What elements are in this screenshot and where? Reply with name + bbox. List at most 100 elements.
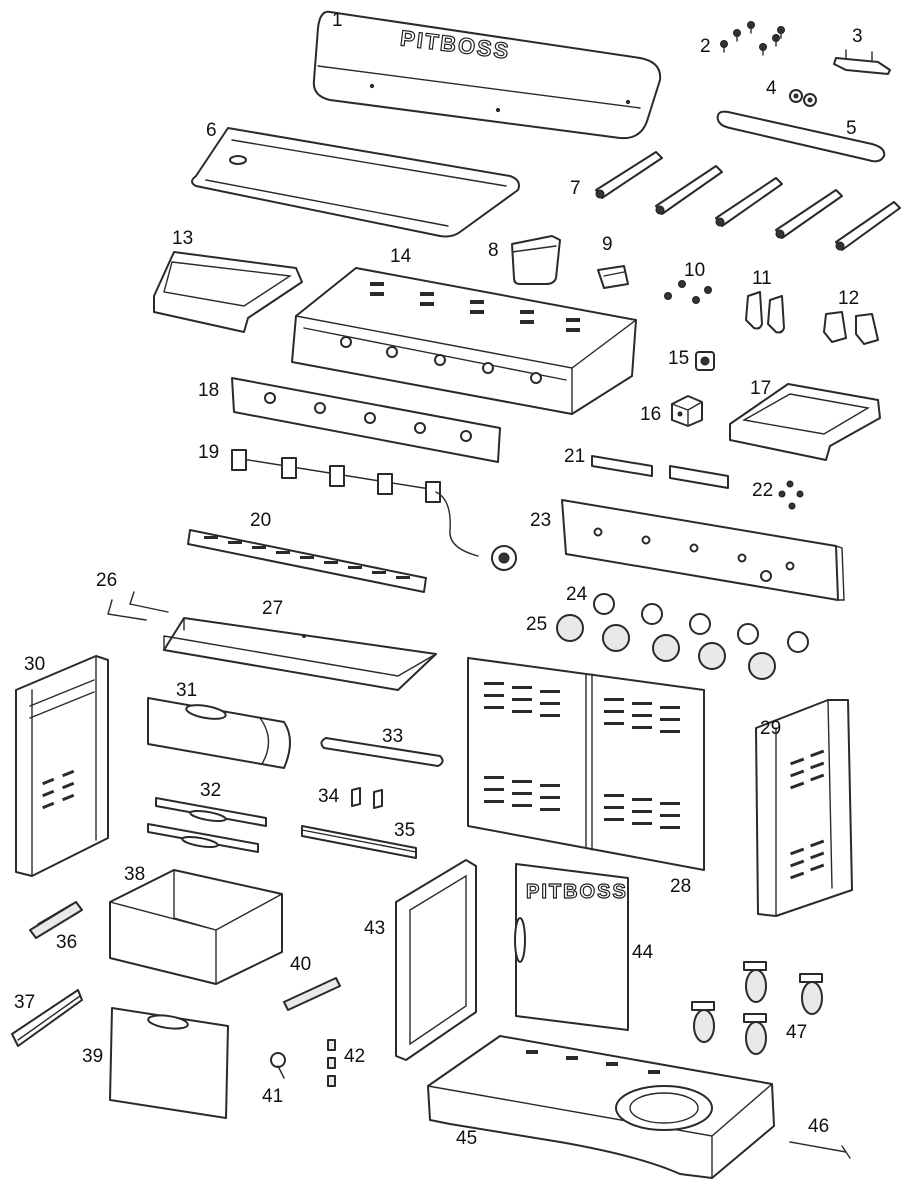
part-45-base (427, 1035, 775, 1179)
part-13-side-shelf (153, 251, 303, 333)
part-32-rails (147, 797, 267, 853)
part-40-slide (283, 977, 341, 1011)
part-47-casters (691, 961, 823, 1055)
label-38: 38 (124, 864, 145, 885)
part-42-magnets (327, 1039, 336, 1087)
part-7-burners (595, 151, 901, 251)
part-19-manifold (231, 449, 517, 571)
label-41: 41 (262, 1086, 283, 1107)
label-17: 17 (750, 378, 771, 399)
label-10: 10 (684, 260, 705, 281)
label-20: 20 (250, 510, 271, 531)
caster-4 (743, 1013, 767, 1055)
label-29: 29 (760, 718, 781, 739)
label-15: 15 (668, 348, 689, 369)
label-32: 32 (200, 780, 221, 801)
part-39-drawer-face (109, 1007, 229, 1119)
label-27: 27 (262, 598, 283, 619)
part-18-panel (231, 377, 501, 463)
label-5: 5 (846, 118, 857, 139)
label-40: 40 (290, 954, 311, 975)
label-43: 43 (364, 918, 385, 939)
part-28-rear-panel (467, 657, 705, 871)
door-brand-text: PITBOSS (526, 881, 628, 903)
caster-2 (799, 973, 823, 1015)
part-22-screws (778, 480, 804, 510)
part-6-griddle-plate (191, 127, 520, 238)
label-39: 39 (82, 1046, 103, 1067)
label-31: 31 (176, 680, 197, 701)
part-1-lid: PITBOSS (312, 10, 662, 140)
label-14: 14 (390, 246, 412, 267)
label-33: 33 (382, 726, 403, 747)
label-13: 13 (172, 228, 193, 249)
part-5-handle (716, 110, 886, 163)
label-37: 37 (14, 992, 35, 1013)
part-36-slide (29, 901, 83, 939)
part-17-side-shelf (729, 383, 881, 461)
part-21-brackets (591, 455, 729, 489)
part-35-channel (301, 825, 417, 859)
part-27-tray (163, 617, 437, 691)
label-6: 6 (206, 120, 217, 141)
part-29-side-panel (755, 699, 853, 917)
part-14-firebox (291, 267, 637, 415)
label-8: 8 (488, 240, 499, 261)
part-41-latch (270, 1052, 286, 1079)
part-2-screws (720, 21, 785, 56)
label-36: 36 (56, 932, 77, 953)
label-44: 44 (632, 942, 654, 963)
part-12-clips (823, 311, 879, 345)
burner-5 (835, 201, 901, 251)
part-31-drawer-front (147, 697, 291, 769)
part-3-bracket (833, 49, 891, 75)
label-28: 28 (670, 876, 691, 897)
part-24-bezels (593, 593, 809, 653)
label-26: 26 (96, 570, 117, 591)
part-43-left-door (395, 859, 477, 1061)
label-35: 35 (394, 820, 415, 841)
part-9-igniter (597, 265, 629, 289)
burner-2 (655, 165, 723, 215)
part-26-keys (107, 591, 169, 621)
part-16-box (671, 395, 703, 427)
label-24: 24 (566, 584, 588, 605)
label-25: 25 (526, 614, 547, 635)
part-37-rail (11, 989, 83, 1047)
label-9: 9 (602, 234, 613, 255)
label-4: 4 (766, 78, 777, 99)
burner-3 (715, 177, 783, 227)
burner-4 (775, 189, 843, 239)
part-34-clips (351, 787, 383, 809)
label-19: 19 (198, 442, 219, 463)
label-46: 46 (808, 1116, 829, 1137)
part-25-knobs (556, 614, 776, 680)
label-2: 2 (700, 36, 711, 57)
part-20-vent-bar (187, 529, 427, 593)
label-23: 23 (530, 510, 551, 531)
label-12: 12 (838, 288, 859, 309)
part-33-rod (320, 737, 444, 767)
label-18: 18 (198, 380, 219, 401)
burner-1 (595, 151, 663, 199)
part-46-pin (789, 1141, 851, 1159)
part-4-washers (789, 89, 817, 107)
part-38-drawer-box (109, 869, 283, 985)
part-23-control-panel (561, 499, 845, 601)
part-15-valve (695, 351, 715, 371)
part-30-side-panel (15, 655, 109, 877)
firebox-vents (370, 282, 580, 332)
part-11-hooks (745, 291, 785, 334)
caster-3 (691, 1001, 715, 1043)
label-16: 16 (640, 404, 661, 425)
label-34: 34 (318, 786, 340, 807)
part-8-grease-cup (511, 235, 561, 285)
label-11: 11 (752, 268, 772, 289)
part-44-right-door: PITBOSS (514, 863, 629, 1031)
label-22: 22 (752, 480, 773, 501)
label-1: 1 (332, 10, 343, 31)
label-30: 30 (24, 654, 45, 675)
part-10-nuts (664, 280, 712, 304)
label-7: 7 (570, 178, 581, 199)
